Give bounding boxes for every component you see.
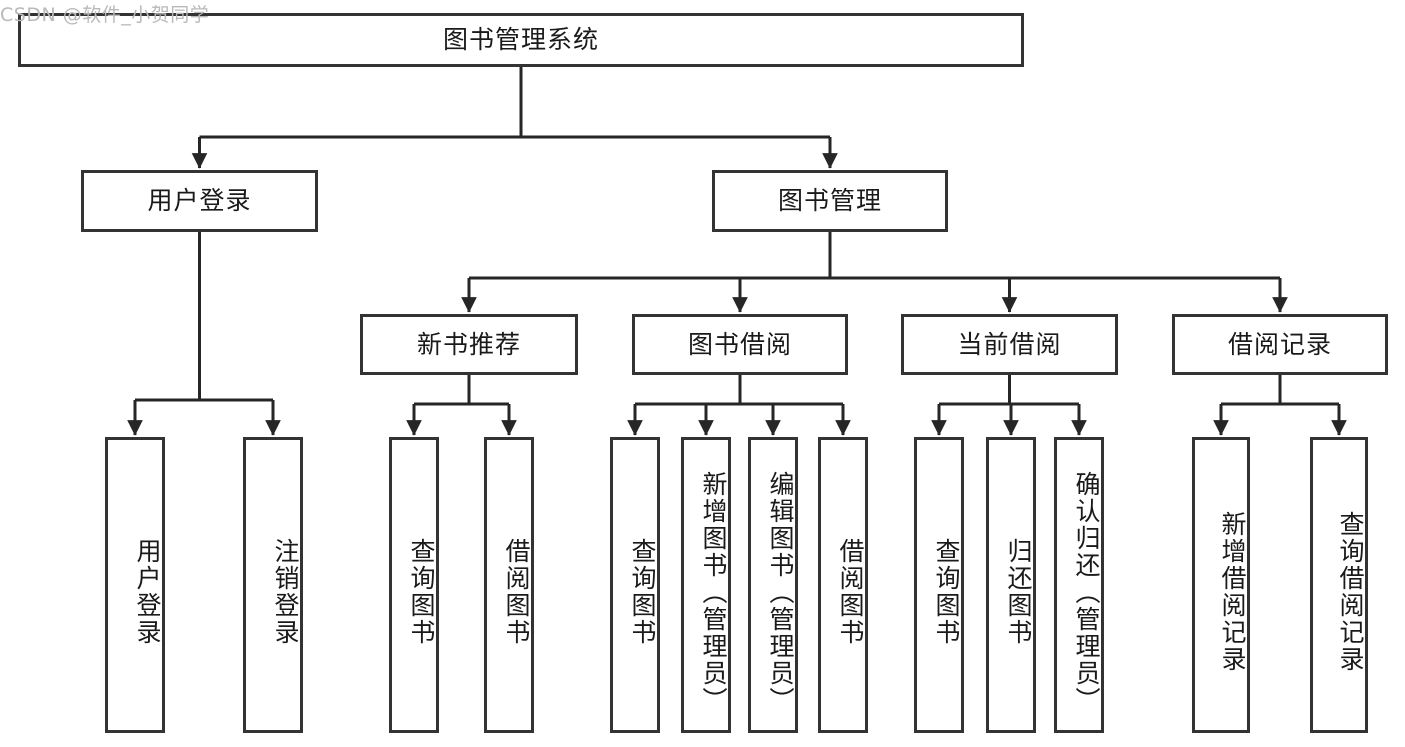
node-label: 查询图书	[628, 538, 657, 646]
node-label: 查询图书	[932, 538, 961, 646]
leaf-node-box[interactable]: 归还图书	[986, 437, 1036, 733]
node-label: 借阅图书	[502, 538, 531, 646]
node-label: 用户登录	[147, 186, 252, 216]
leaf-node-box[interactable]: 新增图书（管理员）	[681, 437, 731, 733]
node-label: 新增借阅记录	[1218, 511, 1247, 673]
node-label: 新增图书（管理员）	[699, 470, 728, 714]
leaf-node-box[interactable]: 注销登录	[243, 437, 303, 733]
node-label: 图书借阅	[687, 329, 792, 359]
level2-node-box[interactable]: 图书管理	[712, 170, 948, 232]
leaf-node-box[interactable]: 编辑图书（管理员）	[748, 437, 798, 733]
csdn-watermark: CSDN @软件_小贺同学	[0, 4, 210, 26]
node-label: 用户登录	[133, 538, 162, 646]
leaf-node-box[interactable]: 新增借阅记录	[1192, 437, 1250, 733]
node-label: 确认归还（管理员）	[1072, 470, 1101, 714]
node-label: 图书管理	[777, 186, 882, 216]
node-label: 编辑图书（管理员）	[766, 470, 795, 714]
level2-node-box[interactable]: 用户登录	[81, 170, 318, 232]
leaf-node-box[interactable]: 借阅图书	[818, 437, 868, 733]
leaf-node-box[interactable]: 查询图书	[610, 437, 660, 733]
leaf-node-box[interactable]: 确认归还（管理员）	[1054, 437, 1104, 733]
level3-node-box[interactable]: 新书推荐	[360, 314, 578, 375]
node-label: 借阅图书	[836, 538, 865, 646]
node-label: 注销登录	[271, 538, 300, 646]
root-node-box[interactable]: 图书管理系统	[18, 13, 1024, 67]
node-label: 查询借阅记录	[1336, 511, 1365, 673]
node-label: 归还图书	[1004, 538, 1033, 646]
leaf-node-box[interactable]: 用户登录	[105, 437, 165, 733]
level3-node-box[interactable]: 当前借阅	[901, 314, 1118, 375]
level3-node-box[interactable]: 借阅记录	[1172, 314, 1388, 375]
leaf-node-box[interactable]: 查询借阅记录	[1310, 437, 1368, 733]
node-label: 新书推荐	[416, 329, 521, 359]
node-label: 查询图书	[407, 538, 436, 646]
node-label: 图书管理系统	[442, 25, 599, 55]
level3-node-box[interactable]: 图书借阅	[632, 314, 848, 375]
node-label: 借阅记录	[1227, 329, 1332, 359]
leaf-node-box[interactable]: 查询图书	[914, 437, 964, 733]
node-label: 当前借阅	[957, 329, 1062, 359]
leaf-node-box[interactable]: 借阅图书	[484, 437, 534, 733]
leaf-node-box[interactable]: 查询图书	[389, 437, 439, 733]
